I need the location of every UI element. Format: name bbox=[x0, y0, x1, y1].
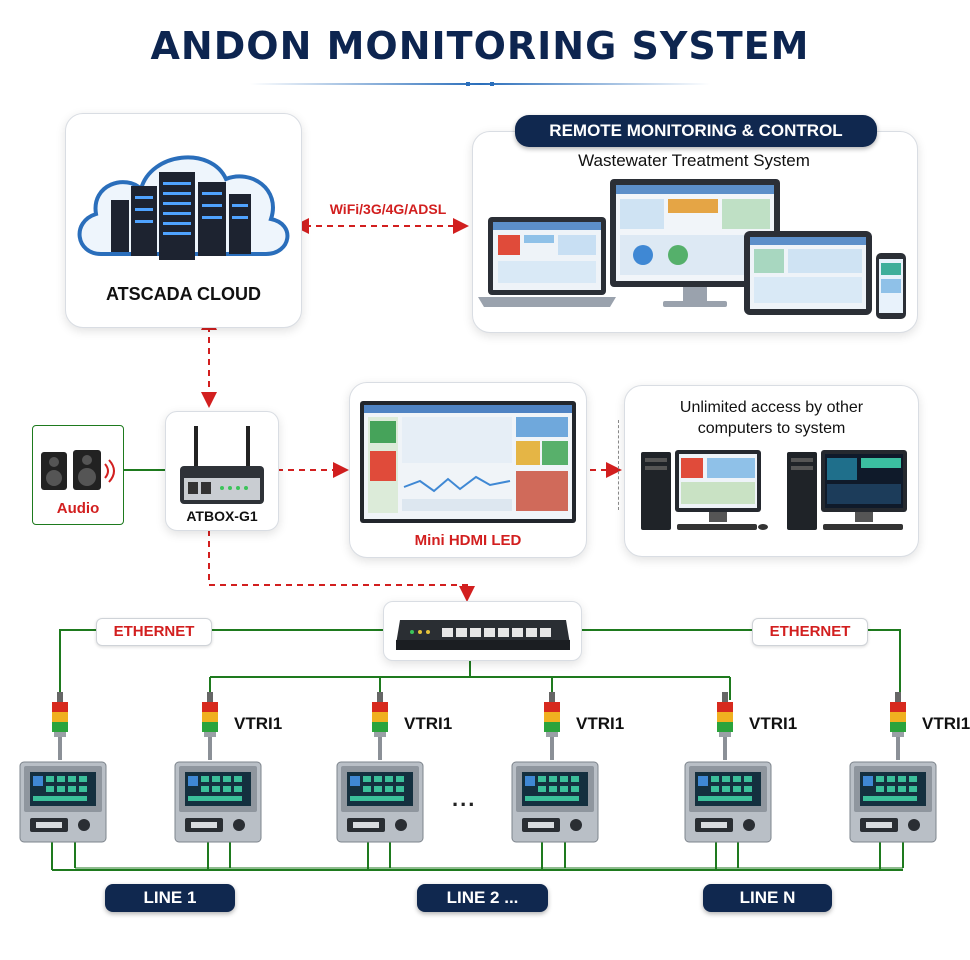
andon-device bbox=[849, 761, 937, 843]
remote-monitoring-header: REMOTE MONITORING & CONTROL bbox=[515, 115, 877, 147]
hdmi-led-card: Mini HDMI LED bbox=[349, 382, 587, 558]
atbox-label: ATBOX-G1 bbox=[186, 508, 258, 524]
router-icon bbox=[180, 426, 264, 504]
access-card: Unlimited access by other computers to s… bbox=[624, 385, 919, 557]
stack-light-icon bbox=[889, 692, 907, 760]
andon-device bbox=[174, 761, 262, 843]
device-label: VTRI1 bbox=[749, 714, 798, 733]
device-label: VTRI1 bbox=[404, 714, 453, 733]
page-title: ANDON MONITORING SYSTEM bbox=[150, 24, 810, 68]
andon-device bbox=[336, 761, 424, 843]
client-computers-illustration bbox=[641, 450, 907, 530]
audio-box: Audio bbox=[32, 425, 124, 525]
access-divider bbox=[618, 420, 619, 510]
remote-devices-illustration bbox=[478, 179, 906, 319]
speaker-icon bbox=[41, 450, 115, 490]
title-underline bbox=[250, 83, 710, 85]
andon-device bbox=[684, 761, 772, 843]
access-text-line2: computers to system bbox=[697, 420, 846, 437]
device-label: VTRI1 bbox=[576, 714, 625, 733]
line-2-badge: LINE 2 ... bbox=[417, 884, 548, 912]
line-1-badge: LINE 1 bbox=[105, 884, 235, 912]
cloud-label: ATSCADA CLOUD bbox=[106, 284, 261, 304]
remote-subtitle: Wastewater Treatment System bbox=[578, 151, 810, 170]
cloud-card: ATSCADA CLOUD bbox=[65, 113, 302, 328]
ethernet-tag-left: ETHERNET bbox=[96, 618, 212, 646]
hdmi-screen-illustration bbox=[360, 401, 576, 523]
more-devices-ellipsis: ... bbox=[452, 786, 477, 811]
device-label: VTRI1 bbox=[234, 714, 283, 733]
stack-light-icon bbox=[201, 692, 219, 760]
line-n-badge: LINE N bbox=[703, 884, 832, 912]
stack-light-icon bbox=[51, 692, 69, 760]
hdmi-led-label: Mini HDMI LED bbox=[414, 532, 522, 549]
andon-device bbox=[511, 761, 599, 843]
audio-label: Audio bbox=[56, 500, 100, 517]
stack-light-icon bbox=[543, 692, 561, 760]
network-switch-icon bbox=[396, 620, 570, 650]
cloud-server-icon bbox=[77, 155, 290, 260]
ethernet-network bbox=[51, 629, 904, 871]
switch-card bbox=[383, 601, 582, 661]
andon-device bbox=[19, 761, 107, 843]
stack-light-icon bbox=[716, 692, 734, 760]
ethernet-tag-right: ETHERNET bbox=[752, 618, 868, 646]
stack-light-icon bbox=[371, 692, 389, 760]
access-text-line1: Unlimited access by other bbox=[679, 399, 864, 416]
atbox-card: ATBOX-G1 bbox=[165, 411, 279, 531]
device-label: VTRI1 bbox=[922, 714, 970, 733]
wifi-link-label: WiFi/3G/4G/ADSL bbox=[329, 201, 447, 217]
atbox-switch-arrow bbox=[208, 530, 475, 602]
